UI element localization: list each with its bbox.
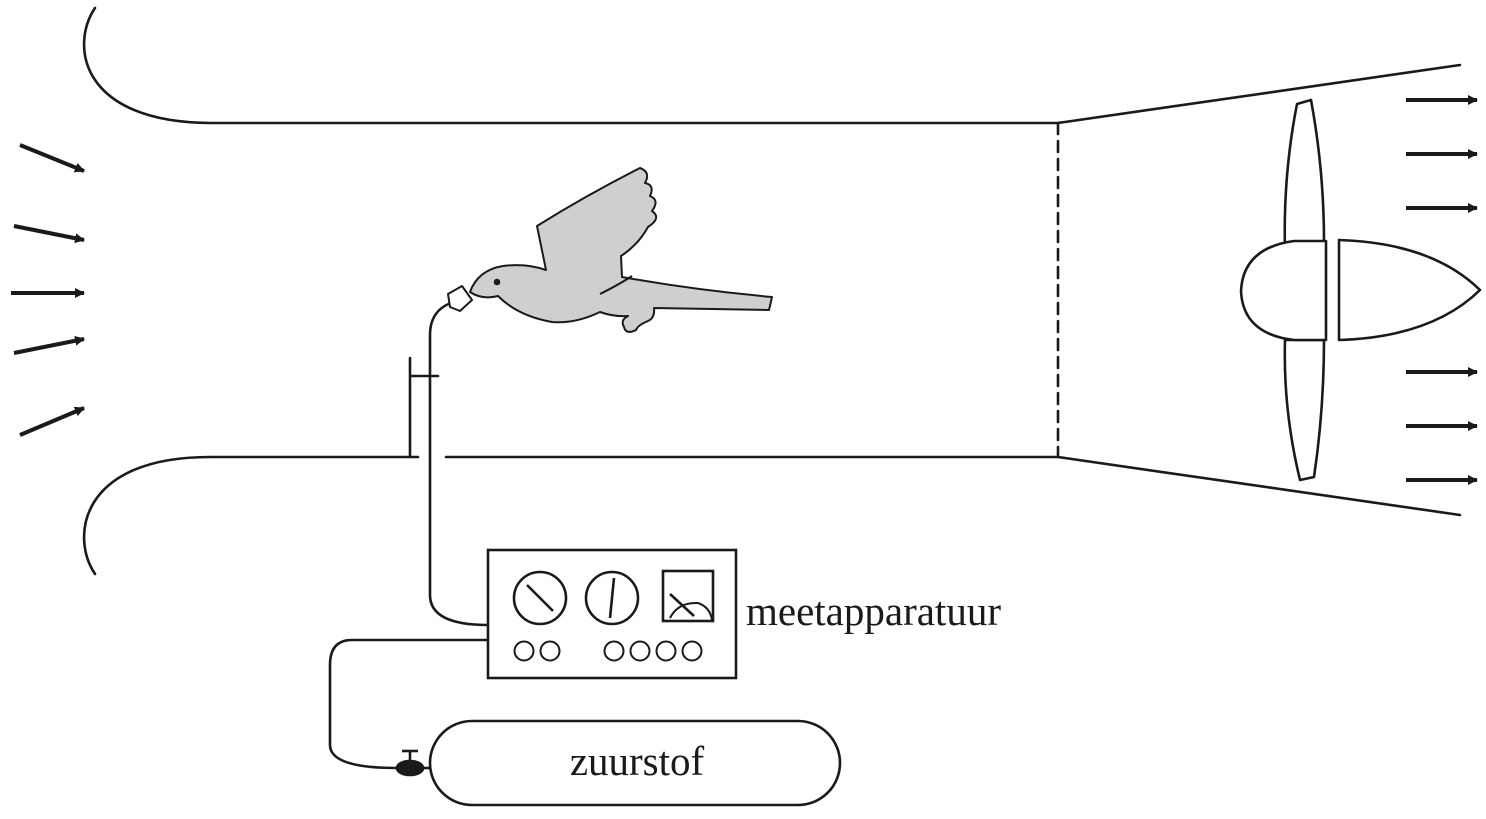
- propeller-nose-cone: [1337, 238, 1482, 342]
- knob: [629, 640, 651, 662]
- measuring-equipment-label: meetapparatuur: [746, 588, 1001, 634]
- knob: [681, 640, 703, 662]
- knob: [603, 640, 625, 662]
- inlet-arrow: [19, 406, 85, 437]
- knob: [513, 640, 535, 662]
- analog-meter: [661, 569, 715, 623]
- inlet-arrow: [19, 143, 85, 173]
- equipment-knobs: [513, 640, 703, 662]
- bird-wing-and-body: [469, 167, 773, 333]
- air-tube: [428, 300, 490, 627]
- tube-bracket: [408, 356, 440, 459]
- measuring-equipment: [486, 548, 738, 680]
- bird-wing-fold: [599, 275, 633, 295]
- knob: [539, 640, 561, 662]
- inlet-arrows: [11, 143, 85, 437]
- tunnel-upper-wall: [82, 6, 1462, 125]
- dial-gauge: [512, 570, 568, 626]
- propeller-blade-upper: [1283, 98, 1326, 252]
- inlet-arrow: [13, 335, 85, 355]
- propeller-hub-front: [1239, 239, 1328, 342]
- knob: [655, 640, 677, 662]
- tunnel-lower-wall: [82, 455, 420, 576]
- dial-gauge: [584, 570, 640, 626]
- propeller-blade-lower: [1283, 338, 1326, 482]
- oxygen-label: zuurstof: [570, 738, 705, 784]
- outlet-arrows: [1406, 95, 1478, 485]
- bird: [447, 167, 773, 333]
- inlet-arrow: [13, 224, 85, 244]
- bird-mask: [447, 285, 473, 312]
- oxygen-tank: [395, 719, 842, 807]
- oxygen-valve: [395, 759, 425, 777]
- propeller: [1239, 98, 1482, 482]
- bird-eye: [493, 278, 501, 286]
- oxygen-cylinder: [428, 719, 842, 807]
- oxygen-hose: [328, 638, 490, 770]
